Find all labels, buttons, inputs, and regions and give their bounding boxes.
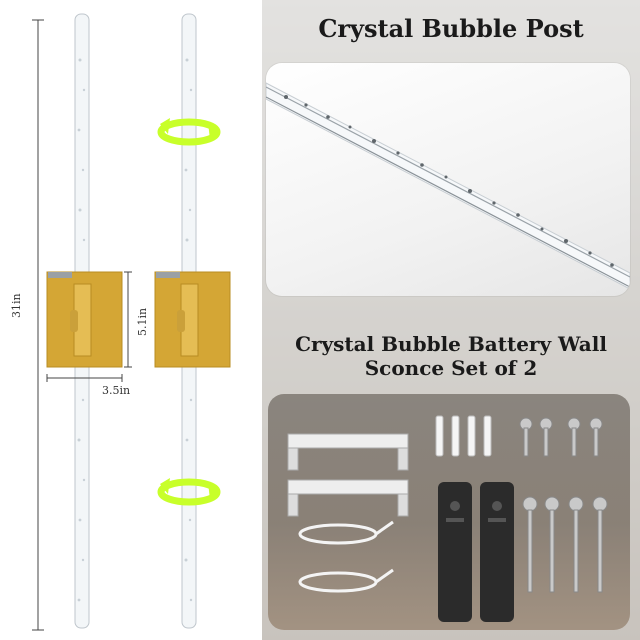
plate-width-label: 3.5in [102, 384, 131, 397]
rotate-arrow-icon [157, 118, 221, 146]
long-screws [522, 496, 608, 593]
kit-heading-line2: Sconce Set of 2 [364, 356, 538, 380]
mounting-bracket [287, 433, 409, 517]
remote-controls [438, 482, 514, 622]
product-dimension-panel: 31in 5.1in 3.5in [0, 0, 262, 640]
short-screws [519, 417, 603, 457]
wall-anchors [435, 415, 492, 457]
accessory-kit-photo [268, 394, 630, 630]
plate-height-label: 5.1in [136, 307, 149, 336]
kit-heading: Crystal Bubble Battery Wall Sconce Set o… [262, 332, 640, 380]
plate-dimension-lines [46, 271, 132, 382]
sconce-rotating-view [154, 13, 231, 629]
crystal-post-heading: Crystal Bubble Post [318, 14, 584, 43]
height-dimension-line [32, 19, 44, 631]
sconce-front-view [46, 13, 123, 629]
sconce-drawing [32, 13, 231, 631]
rotate-arrow-icon [157, 478, 221, 506]
usb-cables [298, 520, 394, 593]
height-label: 31in [10, 293, 23, 318]
crystal-rod-closeup [266, 63, 630, 296]
kit-heading-line1: Crystal Bubble Battery Wall [295, 332, 607, 356]
